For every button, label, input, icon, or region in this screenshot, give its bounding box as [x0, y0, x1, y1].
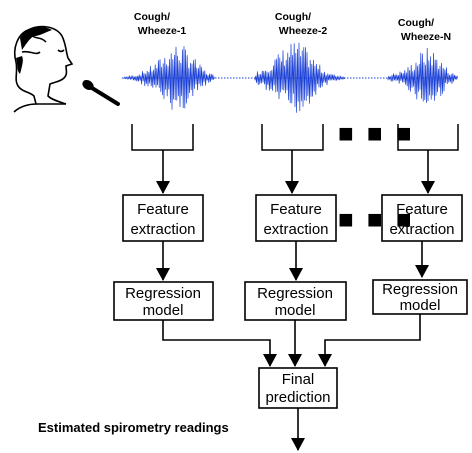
- regression-model-box-2: Regression model: [244, 281, 347, 321]
- regression-box-2-line1: Regression: [257, 285, 333, 302]
- regression-box-3-line2: model: [400, 297, 441, 314]
- final-box-line1: Final: [282, 371, 315, 388]
- final-box-line2: prediction: [265, 389, 330, 406]
- waveform-burst-3: [387, 47, 458, 103]
- segment-label-3-line2: Wheeze-N: [401, 31, 451, 43]
- segment-label-2-line1: Cough/: [275, 11, 311, 23]
- waveform-burst-1: [123, 46, 215, 110]
- segment-label-3-line1: Cough/: [398, 17, 434, 29]
- segment-bracket-2: [261, 124, 324, 151]
- regression-model-box-3: Regression model: [372, 279, 468, 315]
- segment-label-1-line2: Wheeze-1: [138, 25, 187, 37]
- feature-box-1-line2: extraction: [130, 221, 195, 238]
- feature-extraction-box-3: Feature extraction: [381, 194, 463, 242]
- connector-regression-3-to-final: [318, 314, 421, 367]
- feature-box-3-line2: extraction: [389, 221, 454, 238]
- segment-label-2-line2: Wheeze-2: [279, 25, 328, 37]
- ellipsis-top: ■ ■ ■: [338, 118, 415, 148]
- feature-extraction-box-1: Feature extraction: [122, 194, 204, 242]
- regression-box-1-line2: model: [143, 302, 184, 319]
- regression-model-box-1: Regression model: [113, 281, 214, 321]
- regression-box-3-line1: Regression: [382, 281, 458, 298]
- final-prediction-box: Final prediction: [258, 367, 338, 409]
- feature-extraction-box-2: Feature extraction: [255, 194, 337, 242]
- regression-box-2-line2: model: [275, 302, 316, 319]
- person-hair: [16, 27, 52, 74]
- feature-box-1-line1: Feature: [137, 201, 189, 218]
- microphone-icon: [82, 80, 120, 106]
- waveform-burst-2: [254, 42, 345, 113]
- segment-label-1-line1: Cough/: [134, 11, 170, 23]
- segment-bracket-1: [131, 124, 194, 151]
- feature-box-3-line1: Feature: [396, 201, 448, 218]
- feature-box-2-line1: Feature: [270, 201, 322, 218]
- connector-regression-1-to-final: [162, 320, 277, 367]
- regression-box-1-line1: Regression: [125, 285, 201, 302]
- ellipsis-middle: ■ ■ ■: [338, 204, 415, 234]
- audio-waveform: [123, 42, 458, 113]
- feature-box-2-line2: extraction: [263, 221, 328, 238]
- output-label: Estimated spirometry readings: [38, 420, 229, 435]
